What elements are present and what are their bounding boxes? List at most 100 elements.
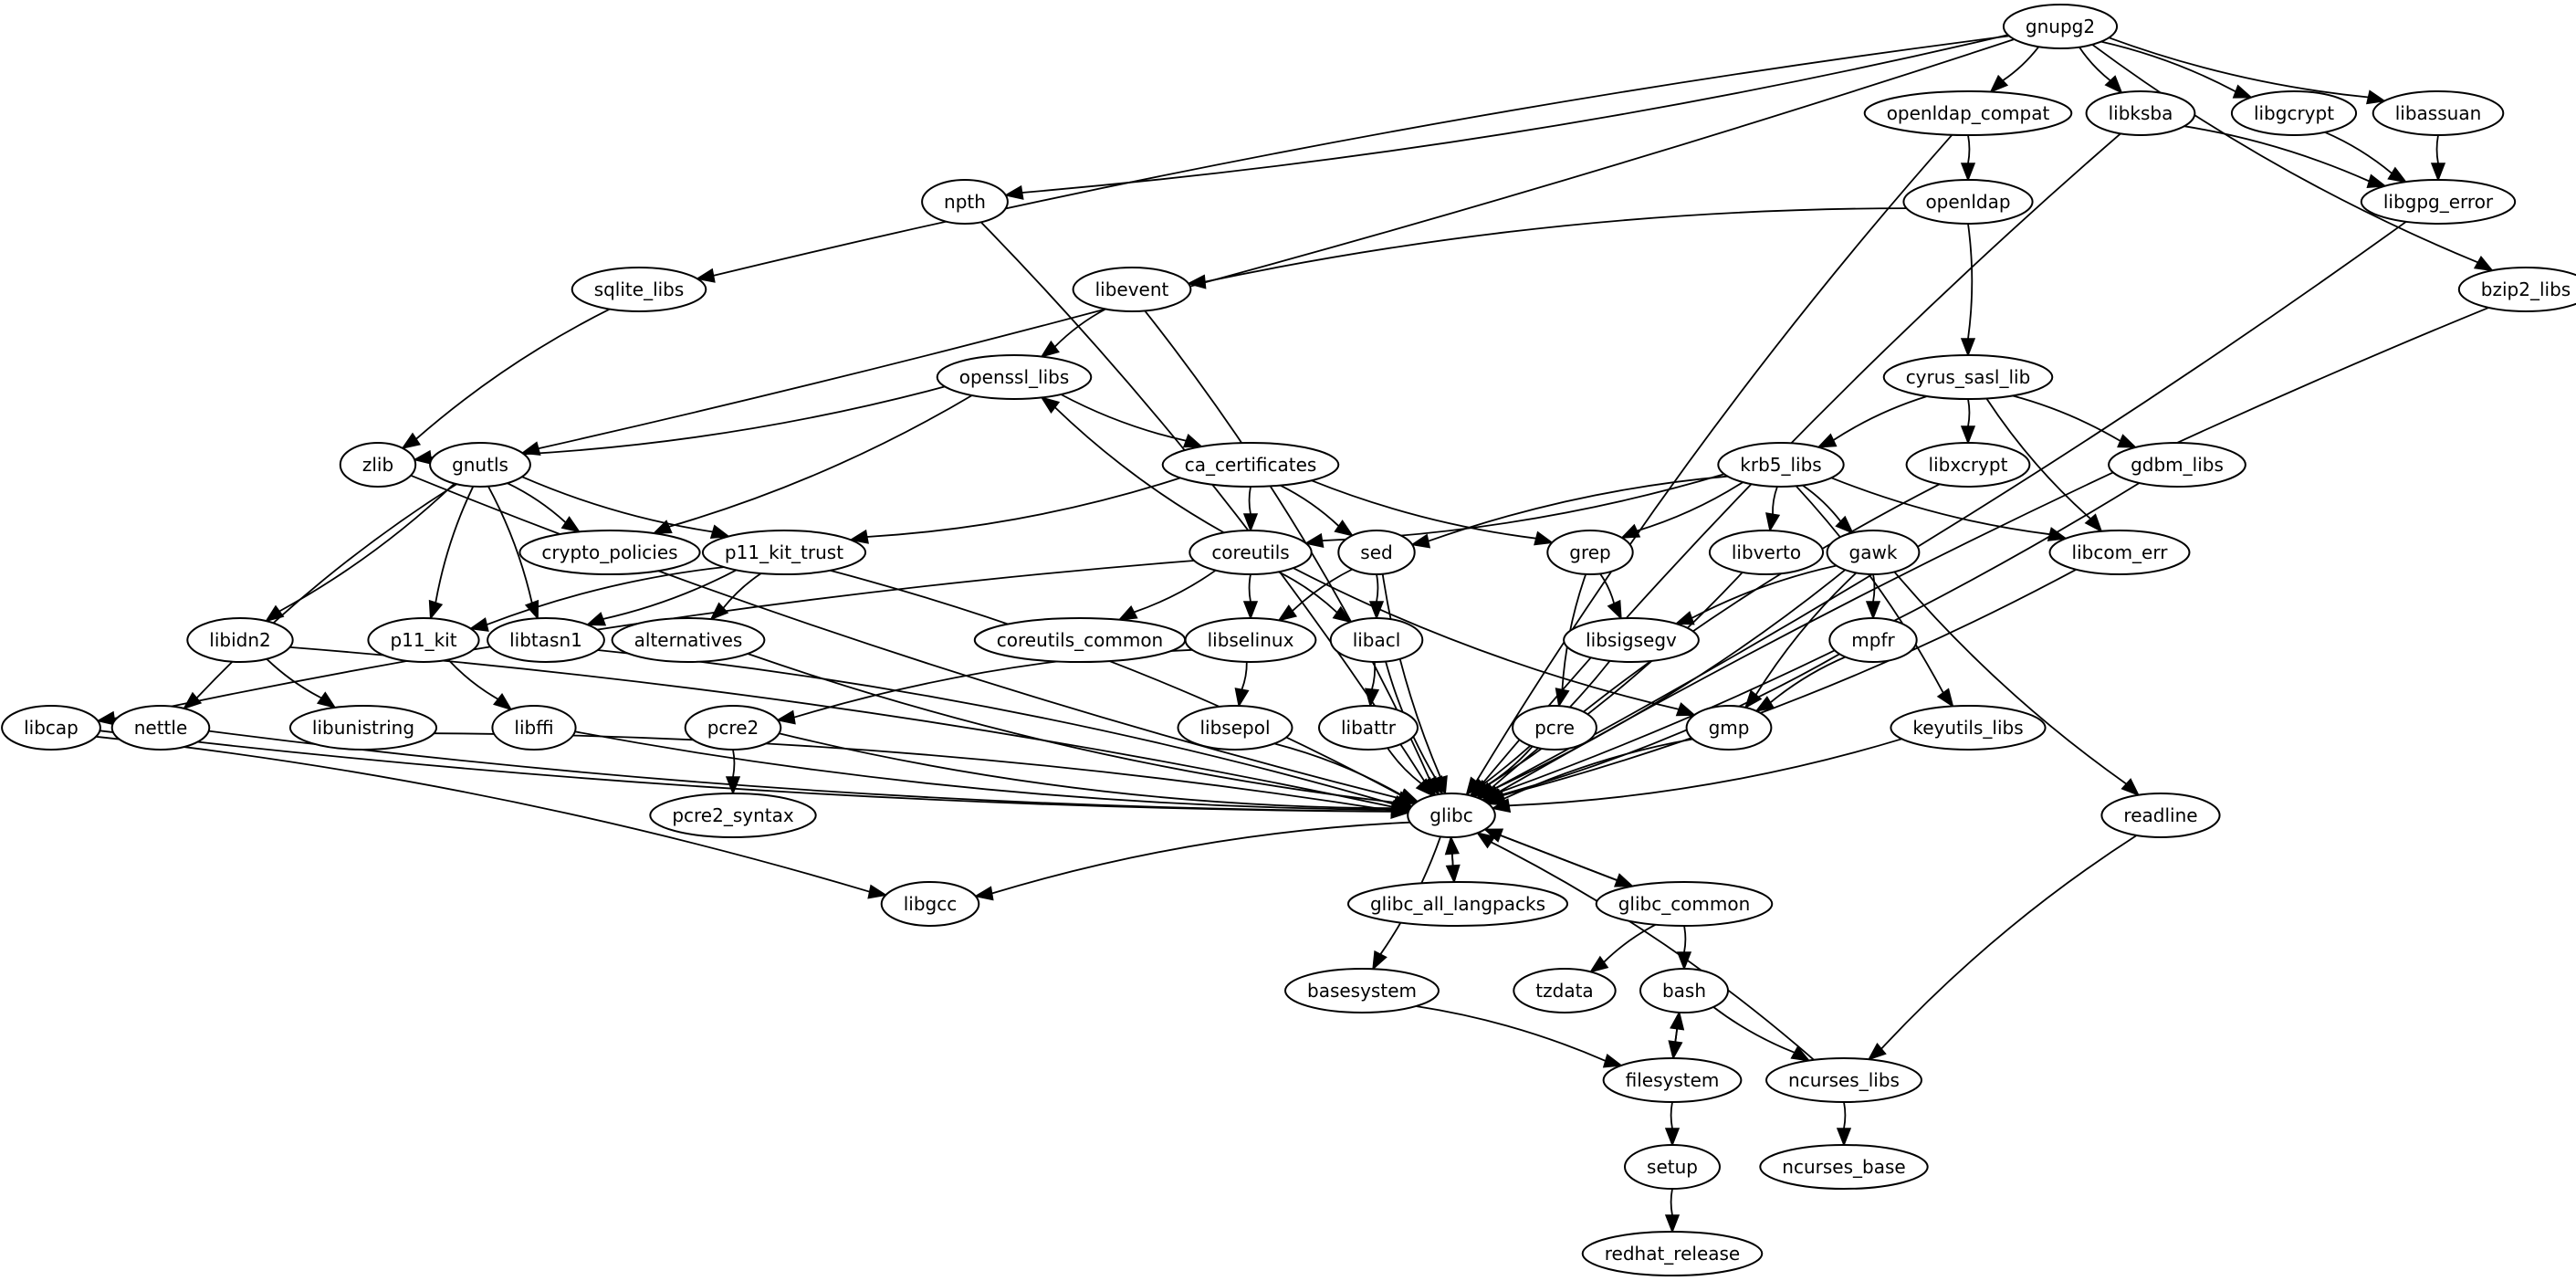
edge-pcre2-to-pcre2_syntax [725,749,741,796]
node-libselinux[interactable]: libselinux [1184,617,1317,663]
node-shape [1337,530,1416,575]
node-libcap[interactable]: libcap [1,705,101,751]
node-libxcrypt[interactable]: libxcrypt [1905,442,2031,488]
node-basesystem[interactable]: basesystem [1284,968,1440,1013]
arrowhead-icon [1486,791,1507,806]
node-libidn2[interactable]: libidn2 [186,617,294,663]
node-shape [1513,968,1617,1013]
node-label: libgcrypt [2254,102,2334,124]
node-npth[interactable]: npth [921,179,1009,225]
node-ncurses_libs[interactable]: ncurses_libs [1765,1057,1922,1103]
arrowhead-icon [1765,512,1781,533]
node-label: libsigsegv [1586,629,1677,651]
node-libverto[interactable]: libverto [1708,530,1825,575]
node-p11_kit_trust[interactable]: p11_kit_trust [701,530,867,575]
arrowhead-icon [695,268,716,283]
node-label: setup [1647,1156,1698,1178]
node-nettle[interactable]: nettle [110,705,211,751]
edge-p11_kit_trust-to-p11_kit [468,566,724,632]
node-crypto_policies[interactable]: crypto_policies [518,530,701,575]
node-label: crypto_policies [541,541,677,563]
node-filesystem[interactable]: filesystem [1602,1057,1743,1103]
edge-line [289,646,1394,808]
node-ca_certificates[interactable]: ca_certificates [1161,442,1340,488]
node-gnupg2[interactable]: gnupg2 [2002,4,2119,49]
node-pcre2_syntax[interactable]: pcre2_syntax [649,793,817,838]
node-bash[interactable]: bash [1639,968,1729,1013]
node-label: libevent [1095,278,1169,300]
node-libgpg_error[interactable]: libgpg_error [2360,179,2517,225]
node-coreutils_common[interactable]: coreutils_common [973,617,1187,663]
edge-line [1241,661,1248,690]
node-pcre[interactable]: pcre [1512,705,1597,751]
node-alternatives[interactable]: alternatives [611,617,766,663]
node-p11_kit[interactable]: p11_kit [367,617,480,663]
node-label: p11_kit_trust [725,541,843,563]
node-shape [1407,793,1496,838]
node-libsepol[interactable]: libsepol [1177,705,1293,751]
node-sed[interactable]: sed [1337,530,1416,575]
node-redhat_release[interactable]: redhat_release [1581,1231,1764,1276]
node-gnutls[interactable]: gnutls [429,442,531,488]
node-libksba[interactable]: libksba [2085,90,2196,136]
node-libgcrypt[interactable]: libgcrypt [2230,90,2358,136]
node-shape [1828,617,1918,663]
node-openldap_compat[interactable]: openldap_compat [1863,90,2073,136]
node-libattr[interactable]: libattr [1318,705,1419,751]
arrowhead-icon [849,529,869,544]
edge-coreutils-to-libselinux [1242,573,1259,621]
node-label: bash [1662,980,1706,1002]
edge-bash-to-ncurses_libs [1712,1006,1811,1062]
node-libcom_err[interactable]: libcom_err [2048,530,2191,575]
edge-gawk-to-readline [1893,571,2141,797]
node-label: pcre2_syntax [672,804,794,826]
node-grep[interactable]: grep [1546,530,1634,575]
node-coreutils[interactable]: coreutils [1189,530,1313,575]
node-glibc_all_langpacks[interactable]: glibc_all_langpacks [1347,881,1568,927]
node-libtasn1[interactable]: libtasn1 [487,617,605,663]
node-shape [684,705,782,751]
node-sqlite_libs[interactable]: sqlite_libs [571,267,707,312]
node-glibc[interactable]: glibc [1407,793,1496,838]
edge-ca_certificates-to-sed [1280,484,1355,537]
node-libacl[interactable]: libacl [1329,617,1424,663]
edge-krb5_libs-to-grep [1619,481,1744,539]
edge-krb5_libs-to-libcom_err [1830,477,2068,541]
node-label: libgpg_error [2383,191,2494,213]
node-ncurses_base[interactable]: ncurses_base [1759,1144,1929,1190]
node-shape [1826,530,1921,575]
node-gawk[interactable]: gawk [1826,530,1921,575]
node-glibc_common[interactable]: glibc_common [1595,881,1774,927]
edge-line [830,569,1403,797]
arrowhead-icon [1364,688,1380,709]
edge-line [1134,569,1217,614]
node-gdbm_libs[interactable]: gdbm_libs [2108,442,2246,488]
node-label: ncurses_libs [1788,1069,1900,1091]
node-libevent[interactable]: libevent [1072,267,1192,312]
node-libsigsegv[interactable]: libsigsegv [1563,617,1700,663]
node-setup[interactable]: setup [1624,1144,1721,1190]
node-tzdata[interactable]: tzdata [1513,968,1617,1013]
arrowhead-icon [1186,274,1207,289]
edge-libcap-to-libgcc [96,735,888,899]
node-readline[interactable]: readline [2100,793,2221,838]
node-pcre2[interactable]: pcre2 [684,705,782,751]
node-openldap[interactable]: openldap [1902,179,2034,225]
edge-line [1754,572,1858,696]
edge-libidn2-to-libunistring [266,658,337,709]
node-libassuan[interactable]: libassuan [2372,90,2505,136]
node-krb5_libs[interactable]: krb5_libs [1717,442,1845,488]
node-libgcc[interactable]: libgcc [880,881,980,927]
node-libffi[interactable]: libffi [491,705,577,751]
node-openssl_libs[interactable]: openssl_libs [936,354,1093,400]
node-keyutils_libs[interactable]: keyutils_libs [1890,705,2047,751]
edge-line [1832,395,1928,441]
node-gmp[interactable]: gmp [1685,705,1773,751]
node-zlib[interactable]: zlib [339,442,417,488]
node-bzip2_libs[interactable]: bzip2_libs [2457,267,2576,312]
node-mpfr[interactable]: mpfr [1828,617,1918,663]
node-libunistring[interactable]: libunistring [288,705,438,751]
arrowhead-icon [1003,184,1024,200]
arrowhead-icon [1332,605,1353,624]
node-cyrus_sasl_lib[interactable]: cyrus_sasl_lib [1882,354,2054,400]
